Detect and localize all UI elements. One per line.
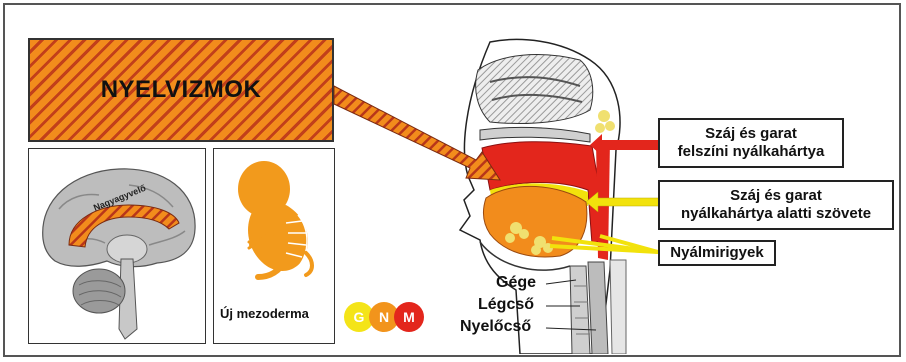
submucosa-arrow [586,192,660,212]
submucosa-label: Száj és garat nyálkahártya alatti szövet… [658,180,894,230]
title-arrow [334,86,500,180]
mucosa-arrow [590,134,660,156]
esophagus-line [546,328,596,330]
trachea-label: Légcső [478,296,534,314]
mucosa-label: Száj és garat felszíni nyálkahártya [658,118,844,168]
glands-label: Nyálmirigyek [658,240,776,266]
submucosa-label-line-2: nyálkahártya alatti szövete [660,205,892,223]
glands-label-text: Nyálmirigyek [660,244,774,262]
larynx-line [546,280,576,284]
larynx-label: Gége [496,274,536,292]
mucosa-label-line-1: Száj és garat [660,125,842,143]
submucosa-label-line-1: Száj és garat [660,187,892,205]
mucosa-label-line-2: felszíni nyálkahártya [660,143,842,161]
esophagus-label: Nyelőcső [460,318,531,336]
